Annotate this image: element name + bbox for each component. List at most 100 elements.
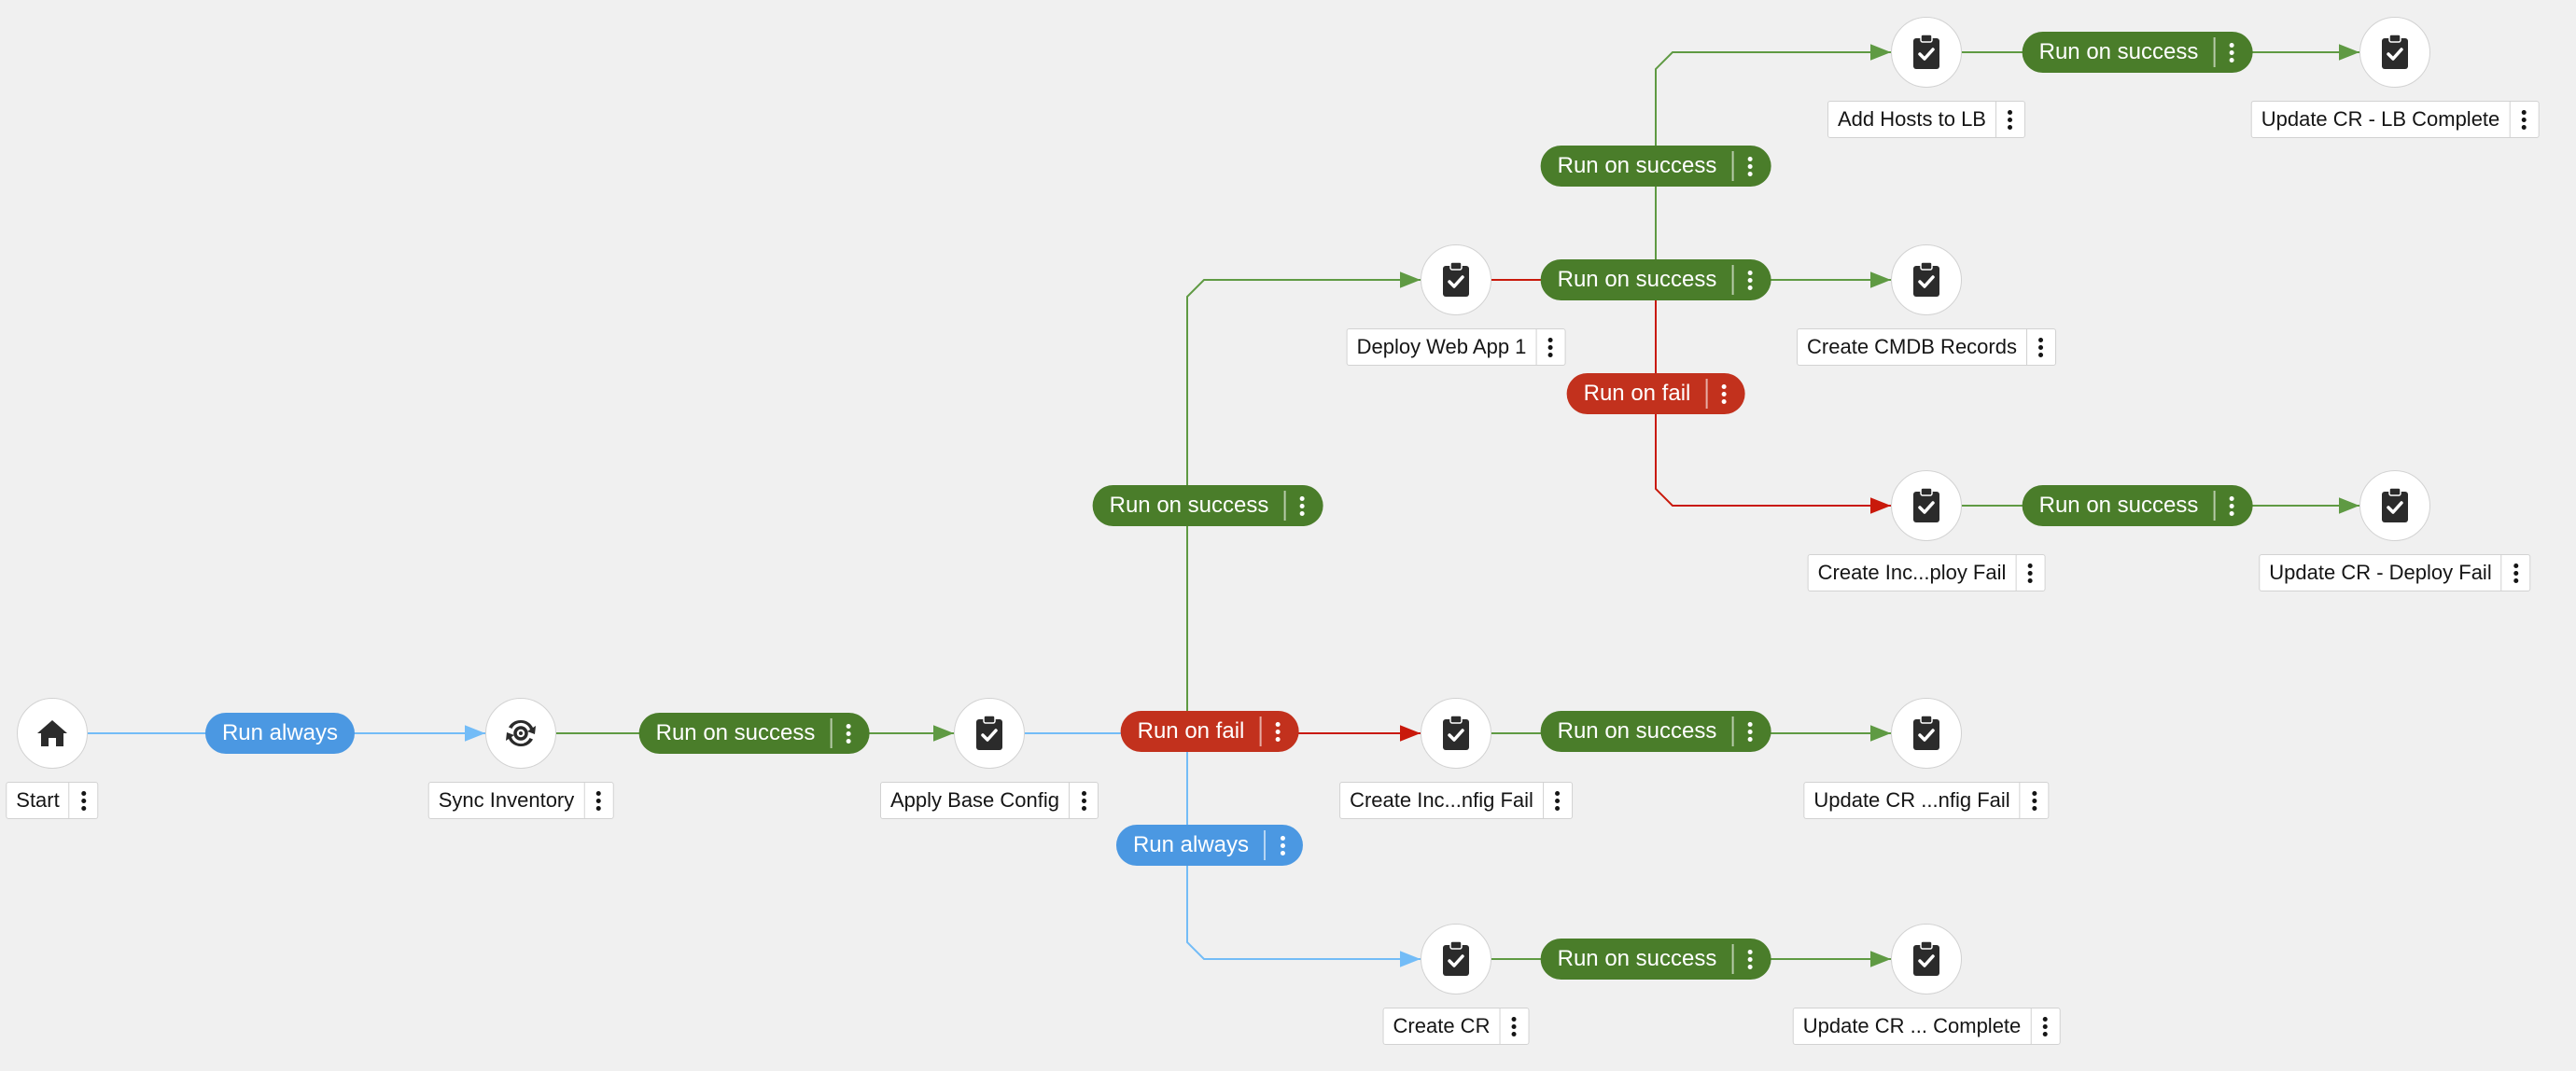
edge-menu-kebab-icon[interactable] — [1731, 265, 1771, 295]
edge-menu-kebab-icon[interactable] — [1731, 716, 1771, 746]
node-label-add_hosts_to_lb[interactable]: Add Hosts to LB — [1827, 101, 2025, 138]
node-label-create_inc_deploy_fail[interactable]: Create Inc...ploy Fail — [1807, 554, 2046, 591]
edge-menu-kebab-icon[interactable] — [1731, 944, 1771, 974]
clipboard-check-icon — [2381, 35, 2409, 70]
edge-label-text: Run on success — [1557, 267, 1717, 292]
node-menu-kebab-icon[interactable] — [2030, 1008, 2059, 1044]
node-menu-kebab-icon[interactable] — [2019, 783, 2049, 818]
node-label-deploy_web_app_1[interactable]: Deploy Web App 1 — [1346, 328, 1566, 366]
node-menu-kebab-icon[interactable] — [1499, 1008, 1528, 1044]
node-label-update_cr_deploy_fail[interactable]: Update CR - Deploy Fail — [2259, 554, 2531, 591]
edge-menu-kebab-icon[interactable] — [2213, 491, 2252, 521]
edge-menu-kebab-icon[interactable] — [830, 718, 869, 748]
node-label-text: Apply Base Config — [890, 788, 1059, 812]
edge-label-text: Run always — [1132, 832, 1250, 857]
edge-menu-kebab-icon[interactable] — [1264, 830, 1303, 860]
edge-label-success[interactable]: Run on success — [1540, 146, 1771, 187]
node-label-text: Update CR - Deploy Fail — [2269, 561, 2492, 584]
edge-label-always[interactable]: Run always — [1115, 825, 1304, 866]
node-menu-kebab-icon[interactable] — [1535, 329, 1564, 365]
edge-menu-kebab-icon[interactable] — [1259, 716, 1298, 746]
node-menu-kebab-icon[interactable] — [1069, 783, 1098, 818]
node-label-text: Deploy Web App 1 — [1356, 335, 1527, 358]
node-update_cr_complete[interactable] — [1891, 924, 1962, 994]
node-label-text: Add Hosts to LB — [1838, 107, 1986, 131]
sync-icon — [503, 716, 539, 751]
node-label-create_inc_config_fail[interactable]: Create Inc...nfig Fail — [1339, 782, 1573, 819]
node-sync_inventory[interactable] — [485, 698, 556, 769]
edge-label-success[interactable]: Run on success — [2022, 32, 2253, 73]
node-update_cr_config_fail[interactable] — [1891, 698, 1962, 769]
clipboard-check-icon — [975, 716, 1003, 751]
node-label-text: Update CR ...nfig Fail — [1813, 788, 2010, 812]
node-label-text: Create Inc...nfig Fail — [1350, 788, 1533, 812]
node-create_cmdb_records[interactable] — [1891, 244, 1962, 315]
node-create_cr[interactable] — [1421, 924, 1491, 994]
node-label-create_cr[interactable]: Create CR — [1382, 1008, 1530, 1045]
node-label-text: Create CR — [1393, 1014, 1491, 1037]
node-label-sync_inventory[interactable]: Sync Inventory — [427, 782, 614, 819]
node-menu-kebab-icon[interactable] — [1995, 102, 2024, 137]
clipboard-check-icon — [1442, 262, 1470, 298]
edge-label-fail[interactable]: Run on fail — [1566, 373, 1745, 414]
node-label-update_cr_lb_complete[interactable]: Update CR - LB Complete — [2250, 101, 2540, 138]
node-label-text: Create Inc...ploy Fail — [1817, 561, 2007, 584]
node-label-apply_base_config[interactable]: Apply Base Config — [880, 782, 1099, 819]
edge-menu-kebab-icon[interactable] — [2213, 37, 2252, 67]
clipboard-check-icon — [1442, 716, 1470, 751]
edge-label-success[interactable]: Run on success — [1540, 939, 1771, 980]
node-label-start[interactable]: Start — [6, 782, 99, 819]
edge-label-success[interactable]: Run on success — [638, 713, 870, 754]
edge-menu-kebab-icon[interactable] — [1283, 491, 1323, 521]
node-menu-kebab-icon[interactable] — [2500, 555, 2530, 591]
node-menu-kebab-icon[interactable] — [2015, 555, 2044, 591]
edge-label-success[interactable]: Run on success — [2022, 485, 2253, 526]
node-label-create_cmdb_records[interactable]: Create CMDB Records — [1797, 328, 2056, 366]
edge-label-text: Run on success — [1109, 493, 1269, 518]
node-menu-kebab-icon[interactable] — [1542, 783, 1572, 818]
node-label-text: Start — [16, 788, 60, 812]
edge-label-always[interactable]: Run always — [204, 713, 356, 754]
node-label-update_cr_config_fail[interactable]: Update CR ...nfig Fail — [1803, 782, 2050, 819]
clipboard-check-icon — [2381, 488, 2409, 523]
node-create_inc_config_fail[interactable] — [1421, 698, 1491, 769]
clipboard-check-icon — [1912, 262, 1940, 298]
home-icon — [36, 718, 68, 748]
clipboard-check-icon — [1912, 35, 1940, 70]
edge-label-text: Run on success — [1557, 153, 1717, 178]
node-menu-kebab-icon[interactable] — [2509, 102, 2538, 137]
node-create_inc_deploy_fail[interactable] — [1891, 470, 1962, 541]
edge-label-success[interactable]: Run on success — [1540, 259, 1771, 300]
clipboard-check-icon — [1442, 941, 1470, 977]
node-label-update_cr_complete[interactable]: Update CR ... Complete — [1792, 1008, 2061, 1045]
node-label-text: Sync Inventory — [438, 788, 575, 812]
clipboard-check-icon — [1912, 941, 1940, 977]
node-label-text: Update CR ... Complete — [1802, 1014, 2022, 1037]
edge-label-text: Run always — [221, 720, 339, 745]
edge-label-text: Run on success — [655, 720, 816, 745]
node-deploy_web_app_1[interactable] — [1421, 244, 1491, 315]
node-update_cr_deploy_fail[interactable] — [2359, 470, 2430, 541]
edge-label-success[interactable]: Run on success — [1540, 711, 1771, 752]
edge-label-text: Run on success — [2038, 39, 2199, 64]
edge-label-text: Run on success — [2038, 493, 2199, 518]
node-menu-kebab-icon[interactable] — [68, 783, 98, 818]
node-label-text: Create CMDB Records — [1807, 335, 2017, 358]
edge-label-success[interactable]: Run on success — [1092, 485, 1323, 526]
edge-label-text: Run on fail — [1583, 381, 1691, 406]
edge-label-text: Run on success — [1557, 718, 1717, 744]
node-menu-kebab-icon[interactable] — [583, 783, 612, 818]
edge-menu-kebab-icon[interactable] — [1705, 379, 1744, 409]
edge-label-fail[interactable]: Run on fail — [1120, 711, 1299, 752]
node-apply_base_config[interactable] — [954, 698, 1025, 769]
node-add_hosts_to_lb[interactable] — [1891, 17, 1962, 88]
clipboard-check-icon — [1912, 488, 1940, 523]
node-menu-kebab-icon[interactable] — [2025, 329, 2055, 365]
node-update_cr_lb_complete[interactable] — [2359, 17, 2430, 88]
edge-label-text: Run on success — [1557, 946, 1717, 971]
edge-menu-kebab-icon[interactable] — [1731, 151, 1771, 181]
clipboard-check-icon — [1912, 716, 1940, 751]
node-start[interactable] — [17, 698, 88, 769]
